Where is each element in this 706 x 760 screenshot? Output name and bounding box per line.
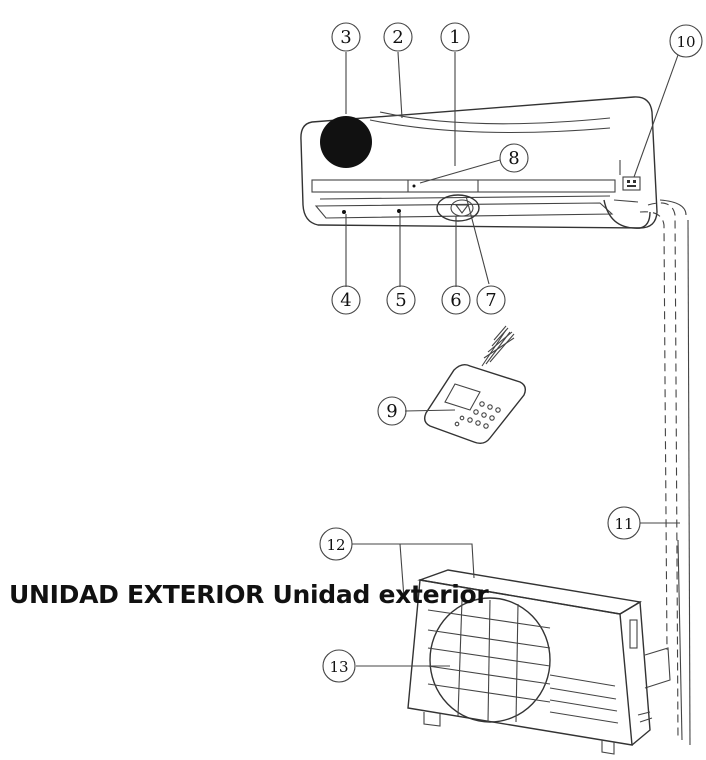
callout-11: 11 [607,506,641,540]
svg-text:9: 9 [386,401,397,422]
callout-12: 12 [319,527,353,561]
indoor-unit-icon [300,96,658,229]
outdoor-unit-icon [407,569,653,755]
svg-text:6: 6 [450,290,461,311]
svg-text:7: 7 [485,290,496,311]
svg-text:13: 13 [329,658,348,676]
callout-2: 2 [383,22,413,52]
svg-text:8: 8 [508,148,519,169]
svg-text:5: 5 [395,290,406,311]
svg-text:10: 10 [676,33,695,51]
outdoor-unit-caption: UNIDAD EXTERIOR Unidad exterior [9,580,489,609]
callout-9: 9 [377,396,407,426]
callout-4: 4 [331,285,361,315]
connection-piping [639,199,691,746]
callout-10: 10 [669,24,703,58]
callout-5: 5 [386,285,416,315]
svg-text:1: 1 [449,27,460,48]
callout-6: 6 [441,285,471,315]
svg-text:3: 3 [340,27,351,48]
callout-8: 8 [499,143,529,173]
remote-control-icon [423,363,527,445]
signal-waves-icon [481,325,515,367]
svg-text:12: 12 [326,536,345,554]
callout-leaders [345,51,680,667]
panel-dark-circle [320,116,372,168]
svg-text:2: 2 [392,27,403,48]
svg-text:11: 11 [614,515,633,533]
callout-1: 1 [440,22,470,52]
svg-text:4: 4 [340,290,351,311]
callout-13: 13 [322,649,356,683]
callout-7: 7 [476,285,506,315]
callout-3: 3 [331,22,361,52]
